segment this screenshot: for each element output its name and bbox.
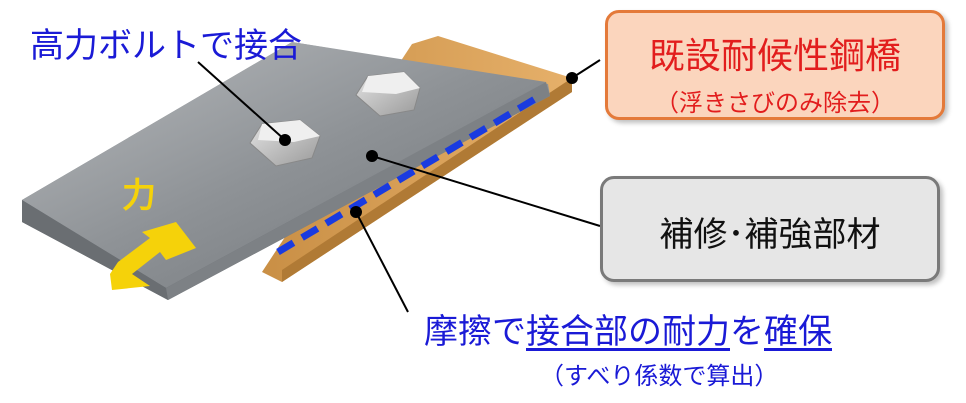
repair-member-title: 補修･補強部材 [659,215,881,255]
friction-pre: 摩擦で [424,312,526,352]
friction-label: 摩擦で接合部の耐力を確保 [424,304,832,353]
friction-joint: 接合部の耐力 [526,312,730,352]
bolt-joint-label: 高力ボルトで接合 [30,26,302,66]
existing-bridge-title: 既設耐候性鋼橋 [648,36,901,77]
friction-post: 確保 [764,312,832,352]
friction-interface-line [276,92,542,256]
existing-bridge-box: 既設耐候性鋼橋 （浮きさびのみ除去） [605,10,945,120]
force-label: 力 [122,176,156,216]
force-arrow [110,222,196,290]
repair-member-box: 補修･補強部材 [600,176,940,282]
bolt-head-right [355,71,421,117]
friction-mid: を [730,312,764,352]
calc-note: （すべり係数で算出） [540,362,779,390]
existing-bridge-note: （浮きさびのみ除去） [655,89,895,117]
leader-dots [279,72,578,218]
